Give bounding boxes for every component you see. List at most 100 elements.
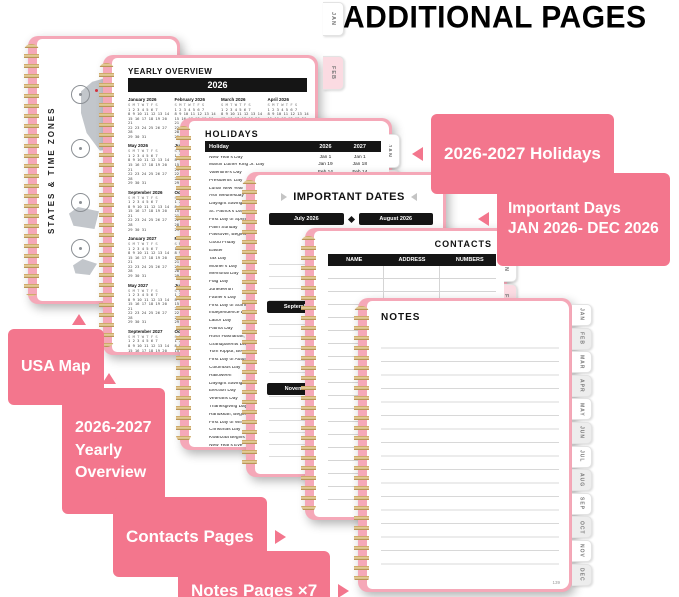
month-tab: AUG (572, 469, 592, 492)
mini-month: May 2026 S M T W T F S 1 2 3 4 5 6 7 8 9… (128, 143, 170, 185)
mini-week-header: S M T W T F S (128, 194, 158, 200)
callout-holidays-label: 2026-2027 Holidays (444, 144, 601, 164)
holiday-name: Christmas Day (209, 428, 241, 433)
arrow-up-icon (72, 314, 86, 325)
notes-page: NOTES 139 (367, 301, 569, 589)
holiday-name: Daylight Saving Time Ends (209, 381, 267, 386)
hawaii-inset-graphic (73, 259, 97, 275)
holiday-row: Flag Day (205, 279, 381, 287)
month-tab: JUN (572, 421, 592, 444)
page-number: 139 (552, 580, 560, 585)
mini-week-header: S M T W T F S (174, 102, 205, 107)
mini-month-days: 1 2 3 4 5 6 7 8 9 10 11 12 13 14 15 16 1… (128, 106, 170, 139)
holiday-name: Flag Day (209, 280, 229, 285)
timezone-clock-icon (71, 139, 90, 158)
mini-month-label: May 2027 (128, 282, 149, 288)
arrow-left-icon (478, 212, 489, 227)
city-dot (95, 89, 98, 92)
holiday-name: Martin Luther King Jr. Day (209, 163, 265, 168)
holiday-name: Hanukkah, Begins at Sundown (209, 412, 275, 417)
spiral-coil (99, 63, 114, 347)
holiday-row: Mother's Day (205, 263, 381, 271)
holiday-row: Daylight Saving Time Begins (205, 201, 381, 209)
holiday-row: First Day of Winter (205, 419, 381, 427)
contacts-column-numbers: NUMBERS (455, 257, 484, 263)
month-tab: MAY (572, 398, 592, 421)
holiday-name: Juneteenth (209, 288, 233, 293)
holiday-row: Memorial Day (205, 271, 381, 279)
callout-contacts-label: Contacts Pages (126, 527, 254, 547)
chevron-left-icon (410, 193, 417, 201)
mini-month-label: January 2027 (128, 236, 157, 242)
holiday-row: St. Patrick's Day (205, 209, 381, 217)
contacts-table-header: NAME ADDRESS NUMBERS (328, 254, 496, 266)
arrow-left-icon (412, 147, 423, 162)
holiday-row: Hanukkah, Begins at Sundown (205, 411, 381, 419)
month-tab: JAN (572, 304, 592, 326)
arrow-right-icon (338, 584, 350, 597)
mini-month: May 2027 S M T W T F S 1 2 3 4 5 6 7 8 9… (128, 283, 170, 325)
holiday-name: Thanksgiving Day (209, 405, 248, 409)
holiday-name: Patriot Day (209, 327, 233, 332)
callout-notes-label: Notes Pages ×7 (191, 581, 318, 597)
contacts-title: CONTACTS (434, 239, 492, 249)
month-tab: DEC (572, 563, 592, 586)
mini-week-header: S M T W T F S (128, 241, 158, 247)
arrow-right-icon (274, 530, 286, 545)
mini-month-label: April 2026 (267, 97, 290, 102)
callout-usa-label: USA Map (21, 357, 91, 375)
callout-yearly-overview: 2026-2027 Yearly Overview (62, 373, 165, 514)
holiday-name: Columbus Day (209, 366, 241, 371)
holiday-row: Halloween (205, 372, 381, 380)
holiday-name: Presidents' Day (209, 178, 243, 183)
mini-week-header: S M T W T F S (128, 102, 158, 107)
holiday-name: Easter (209, 249, 223, 254)
mini-week-header: S M T W T F S (128, 148, 158, 154)
holiday-name: Father's Day (209, 295, 237, 300)
holiday-row: Election Day (205, 388, 381, 396)
holiday-name: Halloween (209, 373, 232, 378)
mini-month-days: 1 2 3 4 5 6 7 8 9 10 11 12 13 14 15 16 1… (128, 152, 170, 186)
month-tab: APR (572, 374, 592, 397)
holiday-row: Independence Day (205, 310, 381, 318)
year-bar: 2026 (128, 78, 307, 92)
holiday-name: Daylight Saving Time Begins (209, 202, 271, 207)
mini-month: January 2026 S M T W T F S 1 2 3 4 5 6 7… (128, 97, 170, 139)
holiday-row: Grandparents Day (205, 341, 381, 349)
holiday-row: Ash Wednesday (205, 193, 381, 201)
yearly-overview-header: YEARLY OVERVIEW (128, 67, 213, 76)
holiday-row: Palm Sunday (205, 224, 381, 232)
notes-title: NOTES (381, 312, 421, 323)
callout-notes-pages: Notes Pages ×7 (178, 551, 350, 597)
holiday-row: Tax Day (205, 255, 381, 263)
spiral-coil (24, 44, 39, 296)
important-dates-title-row: IMPORTANT DATES (255, 191, 443, 203)
mini-month: September 2027 S M T W T F S 1 2 3 4 5 6… (128, 329, 170, 352)
holiday-name: Palm Sunday (209, 225, 238, 230)
chevron-right-icon (281, 193, 288, 201)
holiday-row: First Day of Spring (205, 216, 381, 224)
holiday-name: Mother's Day (209, 264, 238, 269)
holiday-column-2026: 2026 (319, 143, 332, 150)
holiday-date-2026: Jan 1 (319, 154, 332, 160)
spiral-coil (354, 306, 369, 584)
mini-month-label: March 2026 (221, 97, 246, 102)
holiday-name: New Year's Eve (209, 443, 243, 447)
spiral-coil (242, 180, 257, 469)
holiday-row: Lunar New Year (205, 185, 381, 193)
holiday-name: First Day of Autumn (209, 358, 252, 363)
month-pill-august: August 2026 (358, 213, 433, 225)
holiday-name: St. Patrick's Day (209, 210, 245, 215)
holiday-name: Veterans Day (209, 397, 238, 402)
mini-month-label: February 2026 (174, 97, 206, 102)
holiday-row: Columbus Day (205, 365, 381, 373)
holiday-row: Thanksgiving Day (205, 404, 381, 412)
timezone-clock-icon (71, 193, 90, 212)
holiday-row: Labor Day (205, 318, 381, 326)
mini-month-days: 1 2 3 4 5 6 7 8 9 10 11 12 13 14 15 16 1… (128, 338, 170, 352)
holiday-row: Father's Day (205, 294, 381, 302)
holiday-date-2027: Jan 1 (353, 154, 366, 160)
